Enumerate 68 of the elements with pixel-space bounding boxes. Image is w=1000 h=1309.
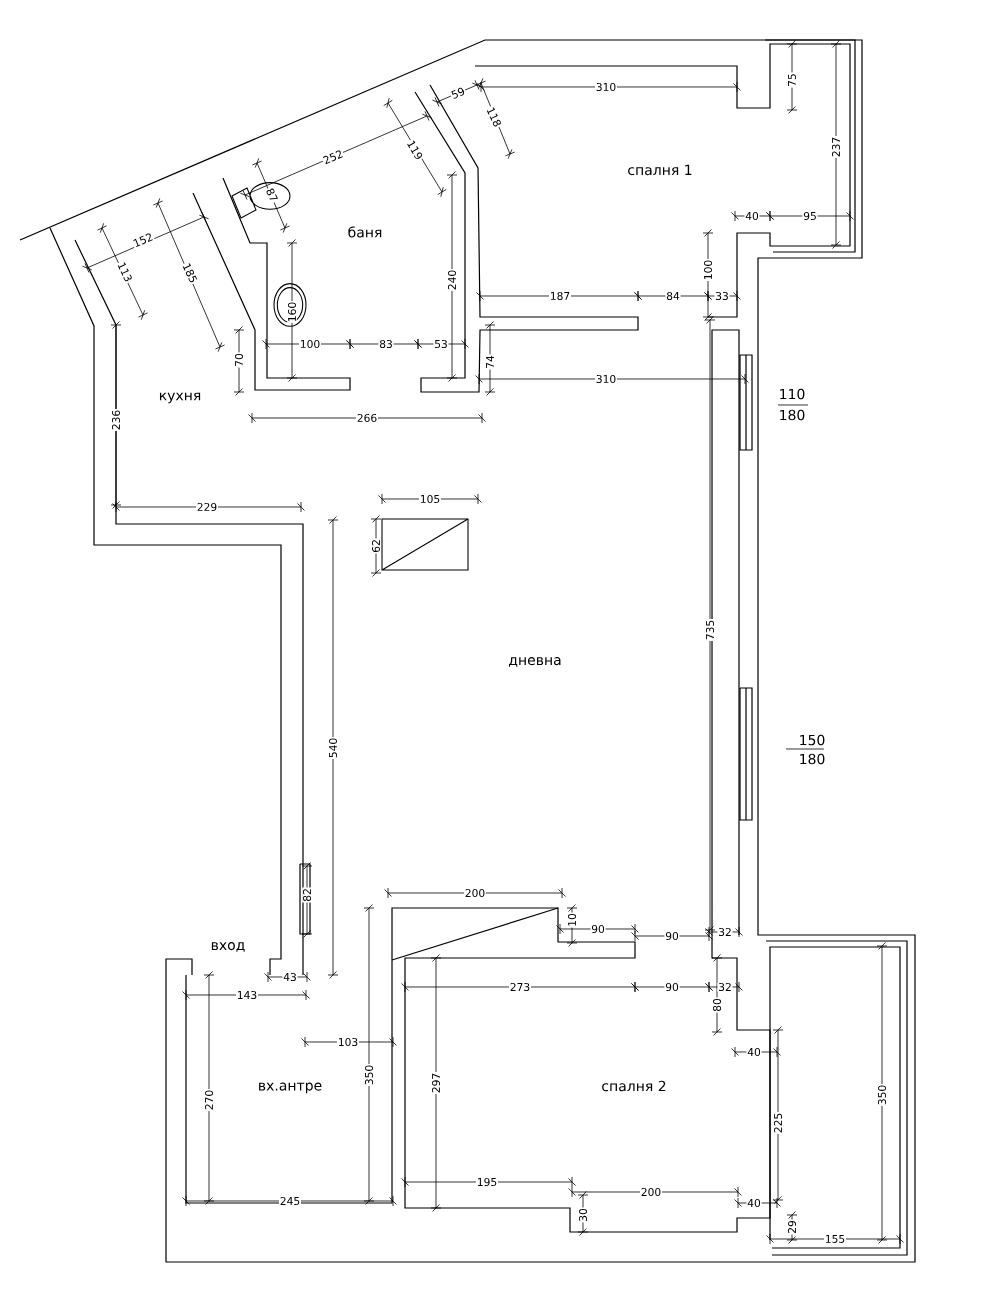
- window-size-label: 150: [800, 734, 825, 746]
- dimension-label: 95: [802, 211, 818, 221]
- dimension-label: 62: [371, 538, 381, 554]
- dimension-label: 75: [787, 72, 797, 88]
- dimension-label: 160: [287, 301, 297, 323]
- dimension-label: 103: [337, 1037, 359, 1047]
- dimension-label: 240: [447, 269, 457, 291]
- room-label: баня: [348, 226, 382, 238]
- dimension-label: 200: [464, 888, 486, 898]
- dimension-label: 310: [595, 82, 617, 92]
- room-label: спалня 2: [602, 1080, 666, 1092]
- dimension-label: 236: [111, 409, 121, 431]
- dimension-label: 185: [181, 261, 199, 285]
- dimension-label: 229: [196, 502, 218, 512]
- dimension-label: 33: [714, 291, 730, 301]
- room-label: спалня 1: [628, 164, 692, 176]
- dimension-label: 84: [665, 291, 681, 301]
- dimension-label: 195: [476, 1177, 498, 1187]
- dimension-label: 113: [116, 260, 134, 284]
- dimension-label: 80: [712, 997, 722, 1013]
- dimension-label: 43: [282, 972, 298, 982]
- dimension-label: 40: [746, 1198, 762, 1208]
- dimension-label: 87: [264, 186, 280, 204]
- dimension-label: 252: [321, 148, 345, 166]
- dimension-label: 29: [787, 1219, 797, 1235]
- dimension-label: 350: [877, 1084, 887, 1106]
- dimension-label: 187: [549, 291, 571, 301]
- room-label: кухня: [160, 392, 201, 404]
- dimension-label: 540: [328, 737, 338, 759]
- dimension-label: 74: [485, 354, 495, 370]
- dimension-label: 32: [717, 982, 733, 992]
- dimension-label: 245: [279, 1196, 301, 1206]
- dimension-label: 30: [578, 1207, 588, 1223]
- dimension-label: 200: [640, 1187, 662, 1197]
- dimension-label: 266: [356, 413, 378, 423]
- dimension-label: 118: [485, 105, 503, 129]
- dimension-label: 310: [595, 374, 617, 384]
- dimension-label: 83: [378, 339, 394, 349]
- dimension-label: 40: [746, 1047, 762, 1057]
- dimension-label: 100: [703, 259, 713, 281]
- dimension-label: 143: [236, 990, 258, 1000]
- room-label: вх.антре: [259, 1082, 322, 1094]
- window-size-label: 180: [800, 753, 825, 765]
- dimension-label: 70: [234, 352, 244, 368]
- dimension-label: 40: [744, 211, 760, 221]
- dimension-label: 735: [705, 619, 715, 641]
- window-size-label: 110: [780, 388, 805, 400]
- dimension-label: 297: [431, 1072, 441, 1094]
- dimension-label: 152: [131, 231, 155, 249]
- dimension-label: 90: [664, 931, 680, 941]
- dimension-label: 155: [824, 1234, 846, 1244]
- dimension-label: 32: [717, 927, 733, 937]
- dimension-label: 100: [299, 339, 321, 349]
- dimension-label: 90: [664, 982, 680, 992]
- dimension-label: 53: [433, 339, 449, 349]
- dimension-label: 350: [364, 1064, 374, 1086]
- room-label: вход: [211, 942, 245, 952]
- dimension-label: 270: [204, 1089, 214, 1111]
- dimension-label: 237: [831, 136, 841, 158]
- dimension-label: 82: [302, 887, 312, 903]
- dimension-label: 59: [449, 85, 467, 101]
- dimension-label: 105: [419, 494, 441, 504]
- dimension-label: 225: [773, 1112, 783, 1134]
- window-size-label: 180: [780, 409, 805, 421]
- room-label: дневна: [509, 657, 561, 667]
- dimension-label: 10: [567, 912, 577, 928]
- dimension-label: 90: [590, 924, 606, 934]
- dimension-label: 273: [509, 982, 531, 992]
